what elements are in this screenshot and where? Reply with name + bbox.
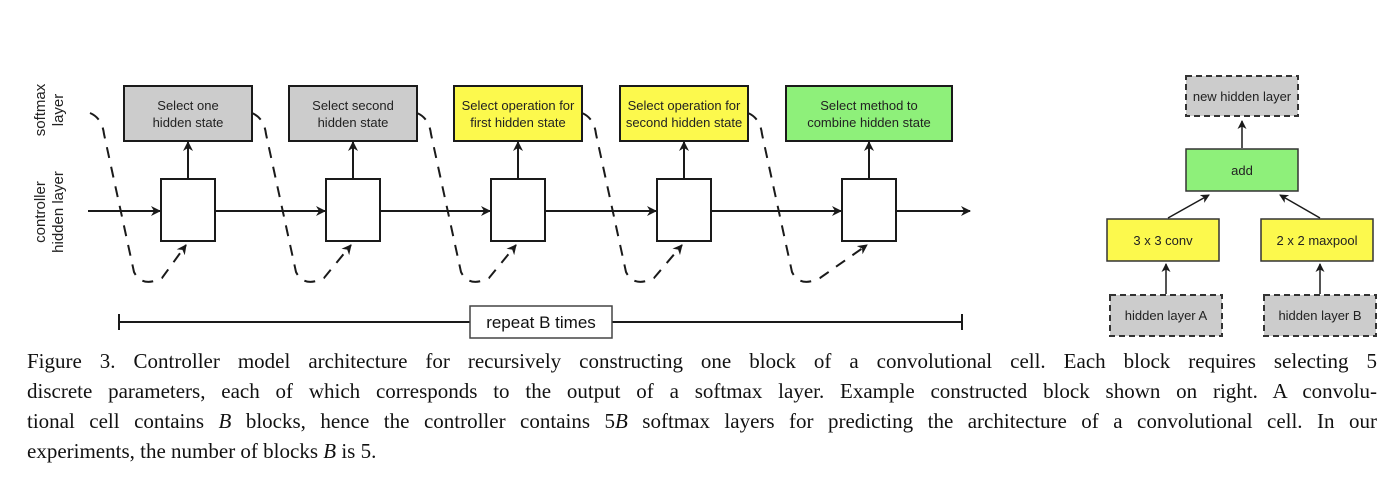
caption-text: softmax layers for predicting the archit… [627, 409, 1377, 433]
controller-cell [841, 178, 897, 242]
caption-line: Figure 3. Controller model architecture … [27, 346, 1377, 376]
softmax-box-label: second hidden state [626, 115, 742, 130]
feedback-dashed-arrow [747, 112, 868, 283]
math-variable: B [615, 409, 628, 433]
softmax-box-label: Select method to [820, 98, 918, 113]
maxpool-op-node [1260, 218, 1374, 262]
example-block: new hidden layer add 3 x 3 conv 2 x 2 ma… [1106, 75, 1377, 337]
new-hidden-layer-node [1185, 75, 1299, 117]
softmax-label-line-1: softmax [32, 83, 49, 136]
caption-text: tional cell contains [27, 409, 219, 433]
caption-line: discrete parameters, each of which corre… [27, 376, 1377, 406]
feedback-dashed-arrow [251, 112, 352, 283]
caption-text: experiments, the number of blocks [27, 439, 324, 463]
hidden-layer-b-node [1263, 294, 1377, 337]
repeat-label: repeat B times [486, 313, 596, 332]
controller-step: Select second hidden state [215, 85, 418, 283]
hidden-layer-b-label: hidden layer B [1278, 308, 1361, 323]
conv-op-node [1106, 218, 1220, 262]
math-variable: B [218, 409, 232, 433]
controller-cell [490, 178, 546, 242]
softmax-box [123, 85, 253, 142]
maxpool-to-add-arrow [1279, 194, 1321, 219]
controller-cell [160, 178, 216, 242]
figure-caption: Figure 3. Controller model architecture … [27, 346, 1377, 466]
repeat-label-box [469, 305, 613, 339]
softmax-label-line-2: layer [50, 94, 67, 127]
repeat-bracket: repeat B times [118, 305, 963, 339]
softmax-box-label: Select one [157, 98, 218, 113]
feedback-dashed-arrow [89, 112, 187, 283]
controller-cell [325, 178, 381, 242]
softmax-box [453, 85, 583, 142]
softmax-layer-label: softmax layer [32, 83, 67, 136]
caption-text: discrete parameters, each of which corre… [27, 379, 1377, 403]
controller-step: Select method to combine hidden state [711, 85, 953, 283]
hidden-layer-a-label: hidden layer A [1125, 308, 1208, 323]
controller-chain: Select one hidden state Select second hidde… [88, 85, 971, 283]
softmax-box-label: Select operation for [462, 98, 575, 113]
softmax-box [785, 85, 953, 142]
softmax-box-label: Select operation for [628, 98, 741, 113]
softmax-box-label: hidden state [153, 115, 224, 130]
softmax-box-label: first hidden state [470, 115, 565, 130]
hidden-layer-a-node [1109, 294, 1223, 337]
controller-label-line-1: controller [32, 181, 49, 243]
caption-text: is 5. [336, 439, 377, 463]
softmax-box [619, 85, 749, 142]
conv-op-label: 3 x 3 conv [1133, 233, 1193, 248]
controller-cell [656, 178, 712, 242]
conv-to-add-arrow [1167, 194, 1210, 219]
softmax-box-label: hidden state [318, 115, 389, 130]
controller-label-line-2: hidden layer [50, 171, 67, 253]
controller-step: Select operation for second hidden state [545, 85, 749, 283]
feedback-dashed-arrow [581, 112, 683, 283]
controller-architecture-diagram: softmax layer controller hidden layer Se… [32, 75, 1377, 339]
controller-hidden-layer-label: controller hidden layer [32, 171, 67, 253]
caption-text: blocks, hence the controller contains 5 [231, 409, 615, 433]
softmax-box-label: combine hidden state [807, 115, 931, 130]
controller-step: Select one hidden state [88, 85, 253, 283]
math-variable: B [323, 439, 337, 463]
caption-text: Figure 3. Controller model architecture … [27, 349, 1377, 373]
add-node [1185, 148, 1299, 192]
add-label: add [1231, 163, 1253, 178]
feedback-dashed-arrow [416, 112, 517, 283]
controller-step: Select operation for first hidden state [380, 85, 583, 283]
caption-line: tional cell contains B blocks, hence the… [27, 406, 1377, 436]
softmax-box-label: Select second [312, 98, 394, 113]
new-hidden-layer-label: new hidden layer [1193, 89, 1292, 104]
maxpool-op-label: 2 x 2 maxpool [1277, 233, 1358, 248]
softmax-box [288, 85, 418, 142]
caption-line: experiments, the number of blocks B is 5… [27, 436, 1377, 466]
